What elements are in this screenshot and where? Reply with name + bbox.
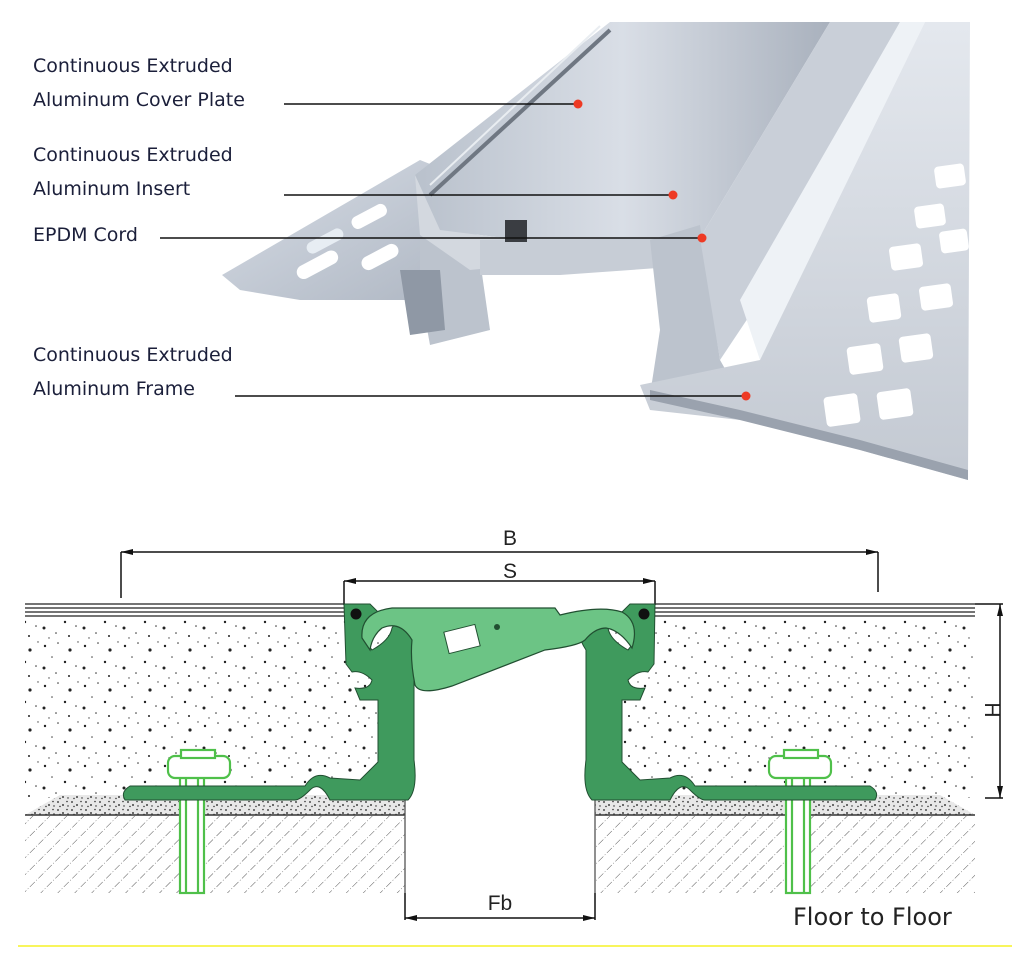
callout-cover-plate: Continuous Extruded Aluminum Cover Plate: [33, 49, 245, 117]
right-slots: [823, 163, 969, 427]
insert-body: [480, 238, 700, 275]
right-frame-edge: [650, 390, 968, 480]
arrowhead: [643, 578, 655, 584]
callout-frame-line2: Aluminum Frame: [33, 378, 195, 400]
callout-epdm-cord-line1: EPDM Cord: [33, 224, 138, 246]
cover-plate-profile: [361, 607, 635, 692]
floor-finish-left: [25, 603, 345, 617]
arrowhead: [121, 549, 133, 555]
grout-bed-left: [25, 795, 405, 815]
arrowhead: [997, 604, 1003, 616]
callout-insert: Continuous Extruded Aluminum Insert: [33, 138, 233, 206]
callout-insert-line2: Aluminum Insert: [33, 178, 191, 200]
insert-pin: [494, 624, 500, 630]
left-frame-leg-shadow: [400, 270, 445, 335]
callout-dot: [668, 190, 678, 200]
dimension-fb-label: Fb: [488, 892, 513, 915]
anchor-bolt-right: [767, 748, 833, 895]
insert-gasket: [505, 220, 527, 242]
arrowhead: [997, 786, 1003, 798]
callout-dot: [697, 233, 707, 243]
right-rail-highlight: [740, 22, 925, 360]
dimension-s-label: S: [503, 560, 517, 583]
callout-cover-plate-line2: Aluminum Cover Plate: [33, 89, 245, 111]
left-slot: [306, 228, 344, 254]
callout-epdm-cord: EPDM Cord: [33, 218, 138, 252]
left-slot: [361, 243, 399, 271]
left-slot: [296, 250, 339, 280]
right-frame-leg: [650, 225, 740, 395]
right-rail: [700, 22, 900, 360]
right-frame-profile: [579, 603, 878, 801]
left-slot: [351, 203, 387, 229]
callout-cover-plate-line1: Continuous Extruded: [33, 55, 233, 77]
caption-floor-to-floor: Floor to Floor: [793, 903, 952, 931]
arrowhead: [344, 578, 356, 584]
callout-dot: [573, 99, 583, 109]
substrate-left: [25, 816, 405, 893]
callout-frame-line1: Continuous Extruded: [33, 344, 233, 366]
callout-frame: Continuous Extruded Aluminum Frame: [33, 338, 233, 406]
insert-slot: [443, 623, 481, 655]
arrowhead: [405, 915, 417, 921]
left-frame-profile: [122, 603, 421, 801]
epdm-cord-right: [638, 608, 650, 620]
dimension-b-label: B: [503, 527, 517, 550]
callout-dot: [741, 391, 751, 401]
arrowhead: [866, 549, 878, 555]
epdm-cord-left: [350, 608, 362, 620]
right-frame-flange: [640, 22, 970, 480]
dimension-h-label: H: [980, 702, 1003, 717]
cover-plate: [415, 22, 830, 240]
arrowhead: [583, 915, 595, 921]
anchor-bolt-left: [166, 748, 232, 895]
floor-finish-right: [655, 603, 975, 617]
callout-insert-line1: Continuous Extruded: [33, 144, 233, 166]
